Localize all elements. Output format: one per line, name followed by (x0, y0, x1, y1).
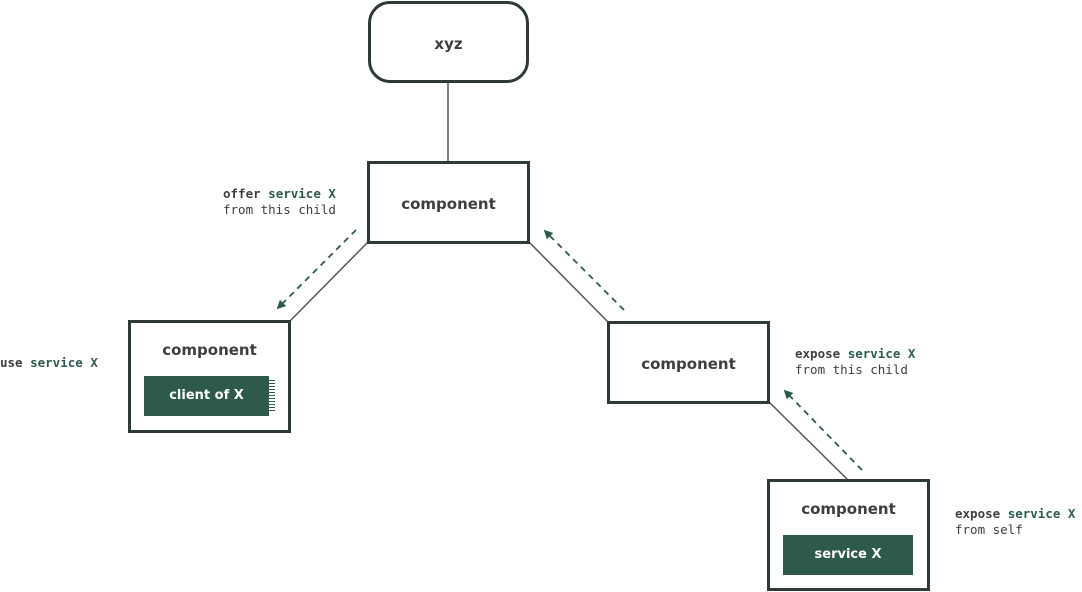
client-chip-label: client of X (169, 388, 244, 403)
service-chip: service X (783, 535, 913, 575)
annotation-line2: from this child (223, 202, 336, 217)
component-bottom: component service X (767, 479, 930, 591)
component-title: component (162, 341, 257, 359)
client-chip: client of X (144, 376, 275, 416)
root-label: xyz (434, 35, 463, 53)
annotation-service: service X (1007, 506, 1076, 521)
component-center: component (367, 161, 530, 244)
annotation-expose-self: expose service X from self (955, 506, 1075, 538)
arrow-expose-right (543, 229, 625, 311)
annotation-service: service X (268, 186, 336, 201)
root-node: xyz (368, 1, 529, 83)
edge-center-left (288, 241, 369, 323)
annotation-offer: offer service X from this child (223, 186, 336, 218)
edge-center-right (528, 241, 609, 323)
component-title: component (641, 355, 736, 373)
component-title: component (401, 195, 496, 213)
fringe-decoration (267, 380, 275, 412)
annotation-verb: use (0, 355, 23, 370)
annotation-service: service X (847, 346, 916, 361)
annotation-verb: expose (955, 506, 1001, 521)
component-left: component client of X (128, 320, 291, 433)
annotation-service: service X (30, 355, 98, 370)
annotation-line2: from this child (795, 362, 908, 377)
component-right: component (607, 321, 770, 404)
annotation-verb: offer (223, 186, 261, 201)
annotation-expose-child: expose service X from this child (795, 346, 915, 378)
edge-right-bottom (768, 401, 849, 481)
annotation-use: use service X (0, 355, 98, 371)
arrow-expose-bottom (783, 389, 863, 471)
annotation-line2: from self (955, 522, 1023, 537)
component-title: component (801, 500, 896, 518)
service-chip-label: service X (814, 547, 882, 562)
arrow-offer (276, 229, 357, 310)
annotation-verb: expose (795, 346, 841, 361)
